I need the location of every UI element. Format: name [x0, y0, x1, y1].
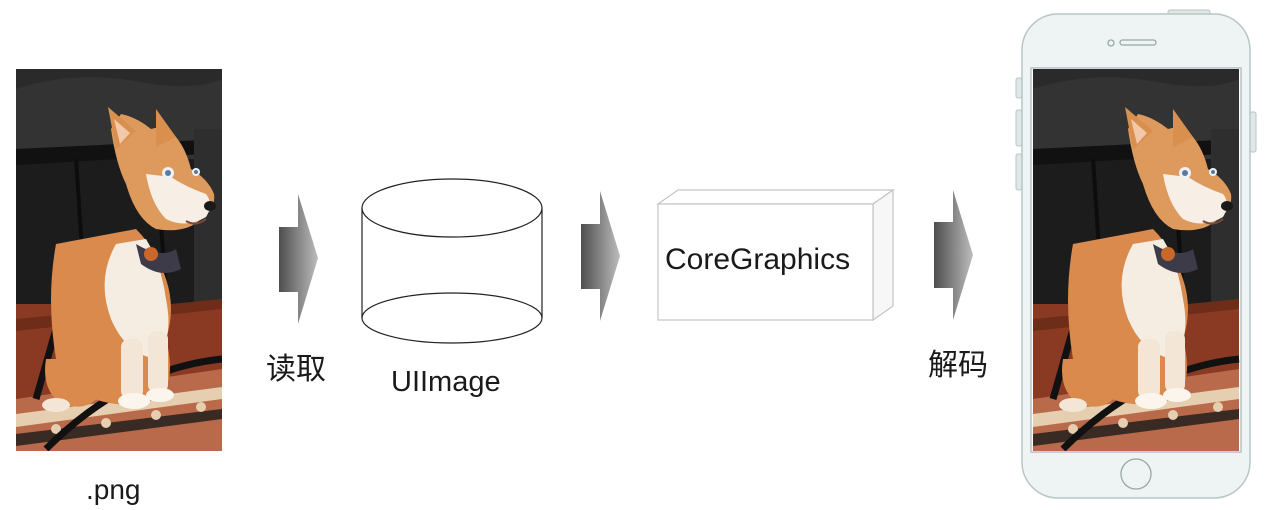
decoded-image-on-screen — [1033, 69, 1239, 451]
source-format-label: .png — [86, 474, 141, 505]
uiimage-cylinder-icon — [361, 178, 543, 344]
coregraphics-box-icon — [656, 188, 895, 322]
uiimage-label: UIImage — [391, 366, 501, 398]
decode-step-label: 解码 — [928, 348, 988, 383]
arrow-decode-icon — [934, 190, 973, 320]
arrow-to-coregraphics-icon — [581, 191, 620, 321]
coregraphics-label: CoreGraphics — [665, 243, 851, 276]
source-png-image — [16, 69, 222, 451]
arrow-read-icon — [279, 194, 318, 324]
read-step-label: 读取 — [266, 352, 326, 387]
